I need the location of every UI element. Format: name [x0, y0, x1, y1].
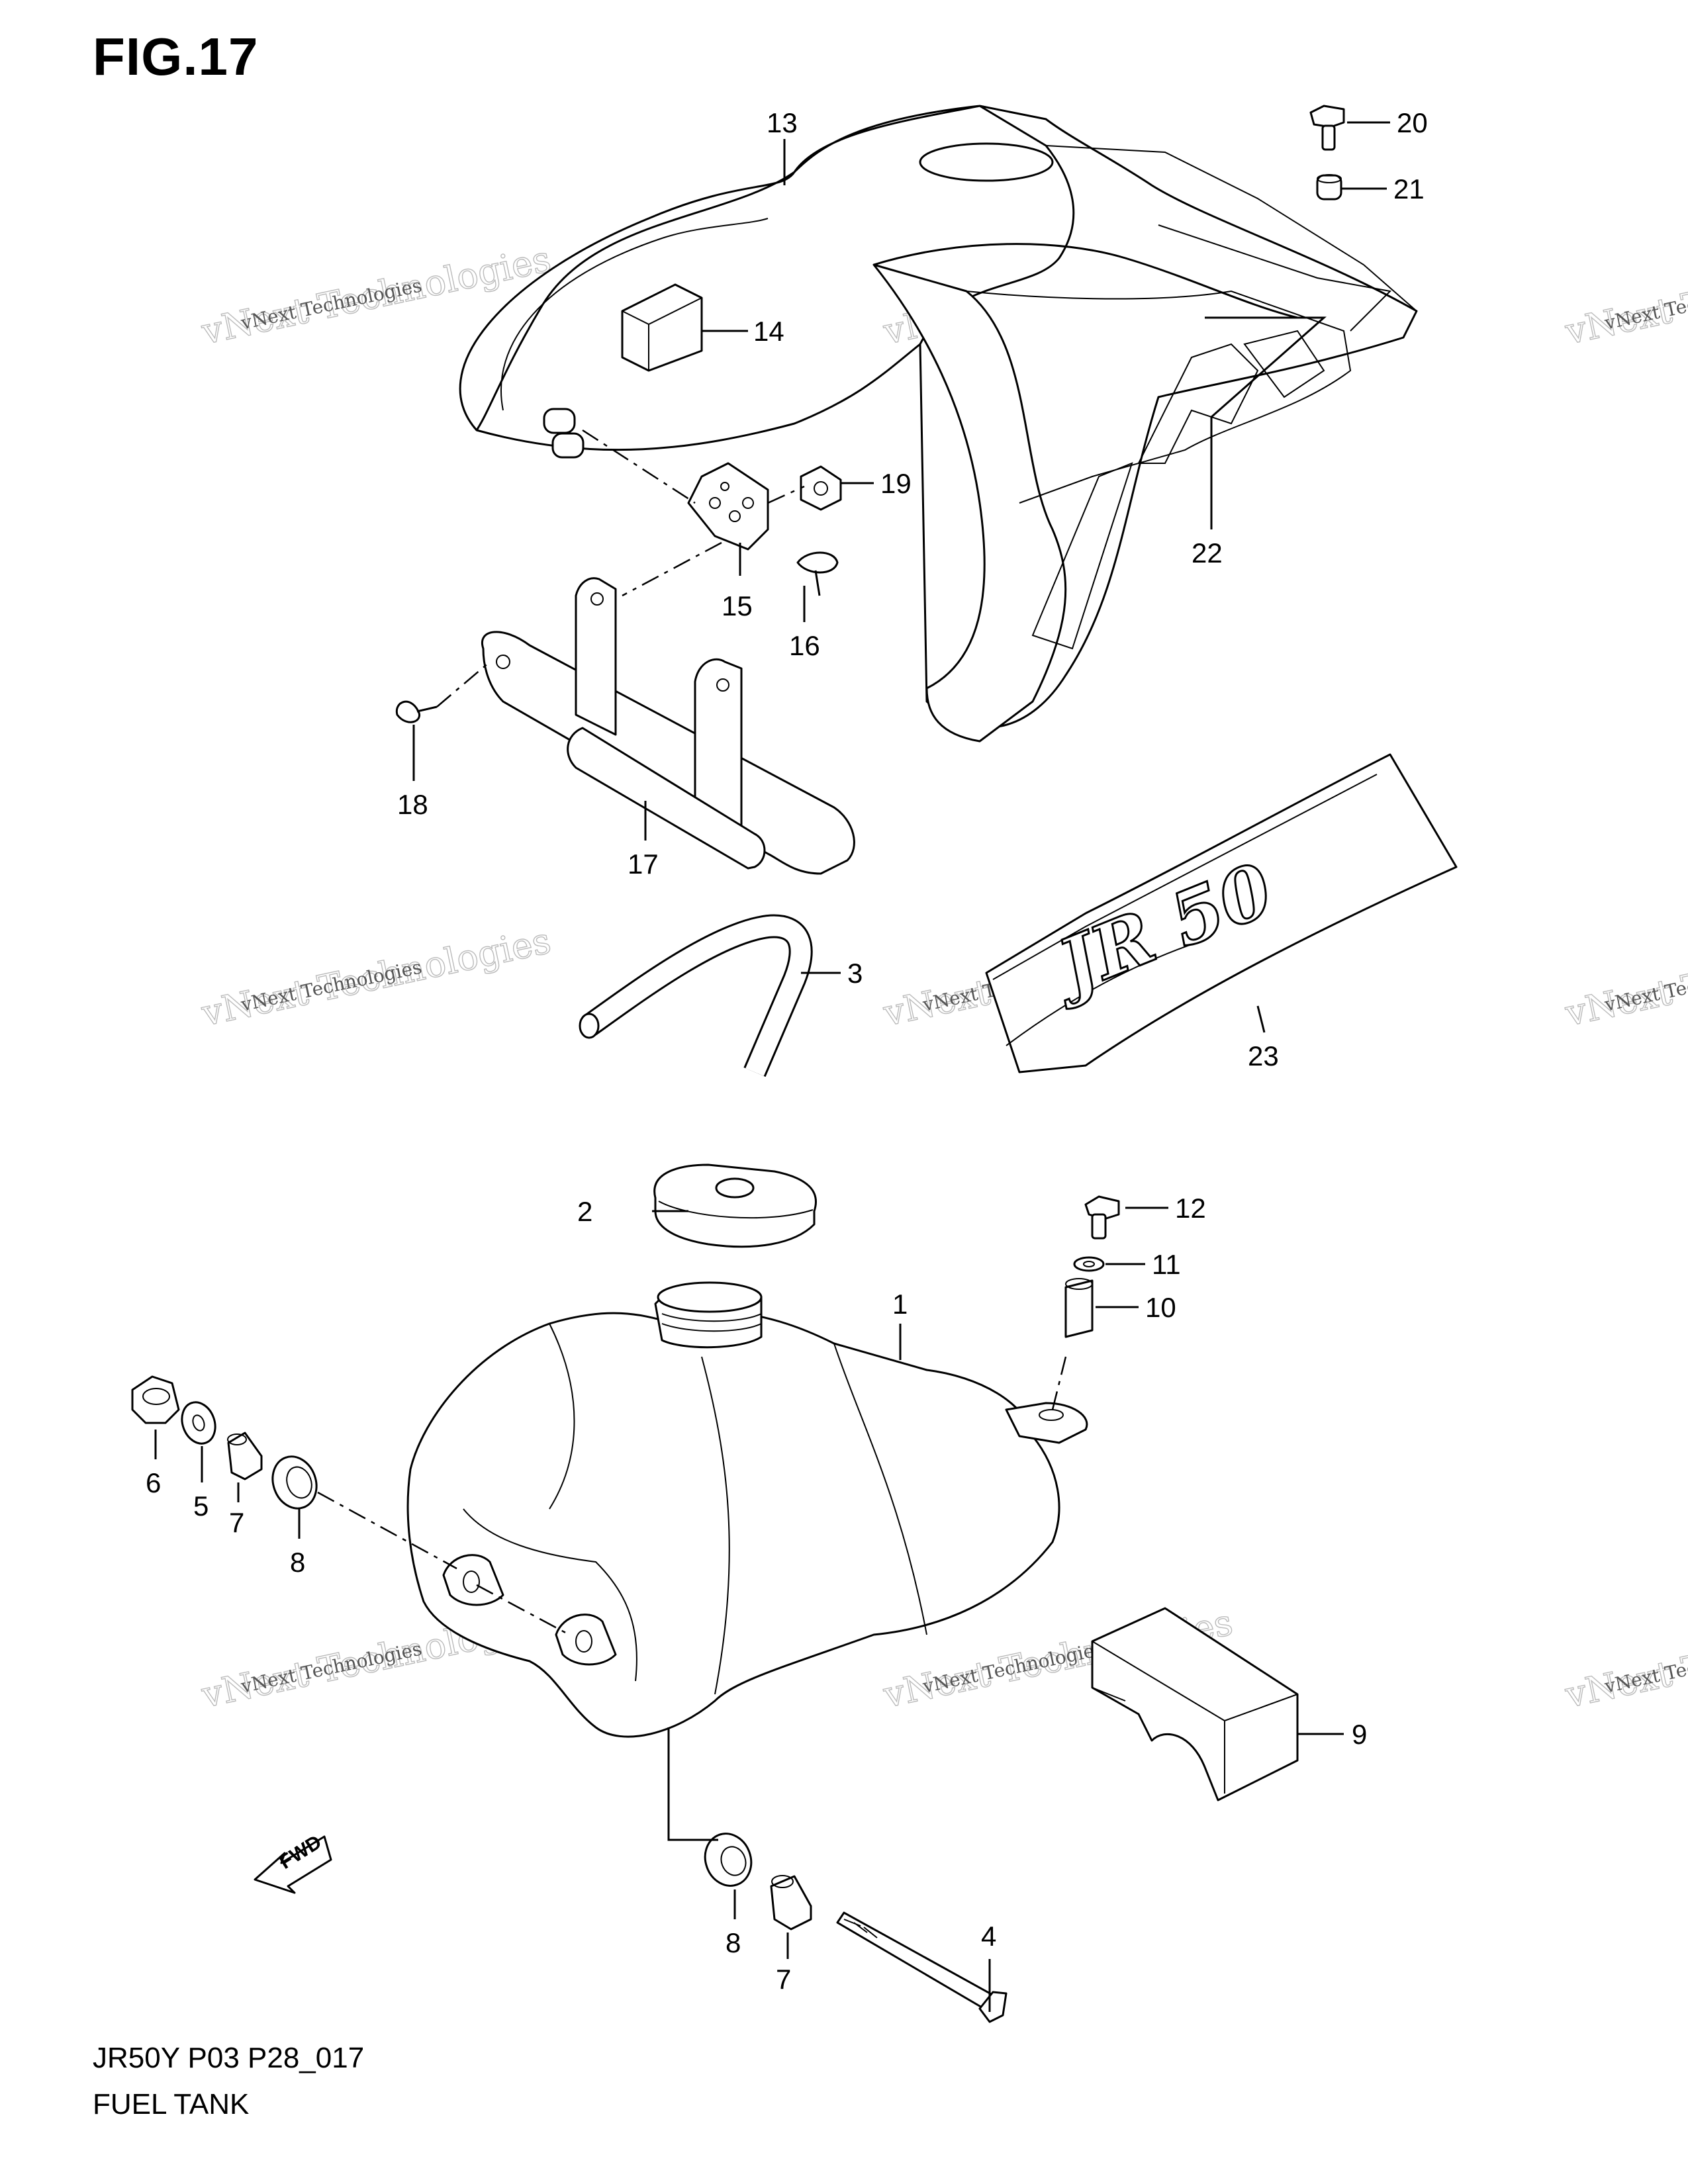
figure-name: FUEL TANK: [93, 2088, 250, 2120]
watermark-outline: vNext Technologies: [1562, 1602, 1688, 1716]
callout-14: 14: [753, 316, 784, 347]
callout-9: 9: [1352, 1719, 1367, 1750]
callout-15: 15: [722, 590, 753, 621]
callout-22: 22: [1192, 537, 1223, 569]
callout-8-lower: 8: [726, 1927, 741, 1958]
part-18-screw: [395, 700, 438, 723]
part-12-bolt: [1084, 1195, 1120, 1240]
callout-1: 1: [892, 1289, 908, 1320]
callout-labels: 1 2 3 4 5 6 7 7 8 8 9 10 11 12 13 14 15 …: [146, 107, 1428, 1995]
part-4-long-bolt: [836, 1911, 1008, 2023]
callout-16: 16: [789, 630, 820, 661]
callout-6: 6: [146, 1467, 161, 1498]
fuel-cap-hole: [919, 142, 1054, 182]
fwd-arrow: FWD: [254, 1831, 332, 1894]
callout-12: 12: [1175, 1193, 1206, 1224]
figure-code: JR50Y P03 P28_017: [93, 2042, 365, 2074]
callout-5: 5: [193, 1490, 209, 1522]
part-5-washer: [181, 1401, 216, 1445]
part-11-washer: [1073, 1256, 1105, 1272]
part-3-hose: [579, 914, 813, 1077]
callout-17: 17: [628, 848, 659, 880]
part-21-collar: [1316, 174, 1342, 201]
part-7-collar-lower: [770, 1875, 812, 1931]
watermark-outline: vNext Technologies: [1562, 920, 1688, 1034]
callout-19: 19: [880, 468, 912, 499]
callout-18: 18: [397, 789, 428, 820]
callout-20: 20: [1397, 107, 1428, 138]
leader-lines: [154, 121, 1390, 2012]
part-7-collar-upper: [227, 1432, 263, 1480]
part-19-nut: [800, 465, 842, 511]
callout-4: 4: [981, 1921, 996, 1952]
part-17-mounting-bracket: [481, 577, 855, 875]
callout-7-lower: 7: [776, 1964, 791, 1995]
part-15-bracket-plate: [687, 462, 769, 551]
part-13-fender-shroud: [459, 105, 1418, 743]
part-9-bracket-cover: [1091, 1607, 1299, 1801]
part-16-screw: [796, 551, 839, 596]
callout-3: 3: [847, 958, 863, 989]
watermark-outline: vNext Technologies: [1562, 238, 1688, 353]
figure-title: FIG.17: [93, 27, 259, 86]
part-23-tank-decal: JR 50: [985, 753, 1458, 1073]
part-6-nut: [131, 1375, 180, 1424]
callout-7-upper: 7: [229, 1507, 244, 1538]
callout-2: 2: [577, 1196, 592, 1227]
part-8-grommet-lower: [704, 1833, 753, 1887]
callout-11: 11: [1152, 1249, 1181, 1280]
callout-23: 23: [1248, 1040, 1279, 1071]
callout-8-upper: 8: [290, 1547, 305, 1578]
fender-grommets: [543, 408, 585, 459]
part-14-block: [621, 283, 703, 372]
part-8-grommet-upper: [271, 1455, 318, 1510]
part-20-bolt: [1309, 105, 1345, 151]
part-10-collar: [1064, 1278, 1094, 1338]
callout-21: 21: [1393, 173, 1425, 205]
callout-13: 13: [767, 107, 798, 138]
part-2-fuel-cap: [653, 1163, 817, 1248]
part-1-fuel-tank: [406, 1281, 1088, 1738]
callout-10: 10: [1145, 1292, 1176, 1323]
